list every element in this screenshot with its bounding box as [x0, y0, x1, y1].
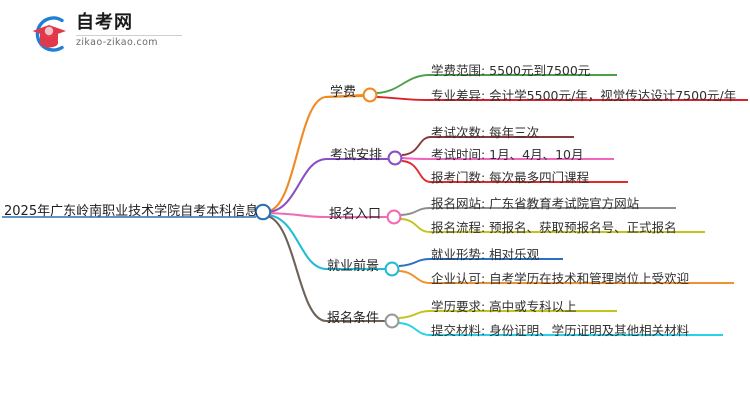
leaf-connector-jiuye-1 — [398, 258, 563, 267]
leaf-label-tijiao-cailiao[interactable]: 提交材料: 身份证明、学历证明及其他相关材料 — [431, 323, 690, 338]
branch-connector-jiuye — [267, 213, 385, 271]
leaf-label-baokao-menshu[interactable]: 报考门数: 每次最多四门课程 — [431, 170, 590, 185]
branch-label-baoming-rukou[interactable]: 报名入口 — [329, 207, 382, 222]
logo-subtitle: zikao-zikao.com — [76, 37, 158, 48]
leaf-connector-kaoshi-3 — [401, 160, 628, 183]
leaf-label-baoming-wangzhan[interactable]: 报名网站: 广东省教育考试院官方网站 — [431, 196, 640, 211]
leaf-connector-kaoshi-2 — [401, 157, 614, 160]
leaf-connector-baoming-tiaojian-1 — [398, 310, 617, 319]
branch-label-jiuye-qianjing[interactable]: 就业前景 — [327, 259, 380, 274]
leaf-connector-baoming-rukou-2 — [400, 218, 705, 233]
branch-connector-xuefei — [267, 93, 364, 213]
branch-connector-baoming-rukou — [268, 211, 387, 219]
leaf-label-kaoshi-shijian[interactable]: 考试时间: 1月、4月、10月 — [431, 147, 584, 162]
branch-label-kaoshi-anpai[interactable]: 考试安排 — [330, 148, 383, 163]
leaf-connector-xuefei-1 — [376, 74, 617, 94]
node-baoming-rukou — [386, 209, 402, 225]
node-root — [254, 203, 272, 221]
leaf-connector-jiuye-2 — [398, 270, 734, 284]
branch-label-xuefei[interactable]: 学费 — [330, 85, 357, 100]
node-baoming-tiaojian — [384, 313, 400, 329]
node-jiuye-qianjing — [384, 261, 400, 277]
leaf-label-jiuye-xingshi[interactable]: 就业形势: 相对乐观 — [431, 247, 540, 262]
branch-underline-xuefei — [324, 94, 364, 99]
leaf-connector-baoming-tiaojian-2 — [398, 322, 723, 336]
leaf-connector-baoming-rukou-1 — [400, 207, 676, 216]
leaf-connector-xuefei-2 — [376, 96, 748, 101]
leaf-label-xueli-yaoqiu[interactable]: 学历要求: 高中或专科以上 — [431, 299, 577, 314]
logo-text: 自考网 zikao-zikao.com — [76, 12, 188, 49]
branch-label-baoming-tiaojian[interactable]: 报名条件 — [327, 311, 380, 326]
logo-mark-icon — [28, 12, 72, 56]
branch-connector-baoming-tiaojian — [266, 214, 385, 323]
logo-divider — [76, 35, 182, 36]
node-kaoshi-anpai — [387, 150, 403, 166]
site-logo: 自考网 zikao-zikao.com — [28, 10, 188, 58]
leaf-label-zhuanye-chayi[interactable]: 专业差异: 会计学5500元/年，视觉传达设计7500元/年 — [431, 88, 737, 103]
leaf-label-qiye-renke[interactable]: 企业认可: 自考学历在技术和管理岗位上受欢迎 — [431, 271, 690, 286]
leaf-connector-kaoshi-1 — [401, 136, 574, 156]
root-node-label[interactable]: 2025年广东岭南职业技术学院自考本科信息 — [4, 204, 259, 219]
logo-title: 自考网 — [76, 12, 133, 33]
node-xuefei — [362, 87, 378, 103]
leaf-label-baoming-liucheng[interactable]: 报名流程: 预报名、获取预报名号、正式报名 — [431, 220, 677, 235]
leaf-label-kaoshi-cishu[interactable]: 考试次数: 每年三次 — [431, 125, 540, 140]
leaf-label-xuefei-fanwei[interactable]: 学费范围: 5500元到7500元 — [431, 63, 591, 78]
branch-connector-kaoshi — [267, 157, 388, 214]
